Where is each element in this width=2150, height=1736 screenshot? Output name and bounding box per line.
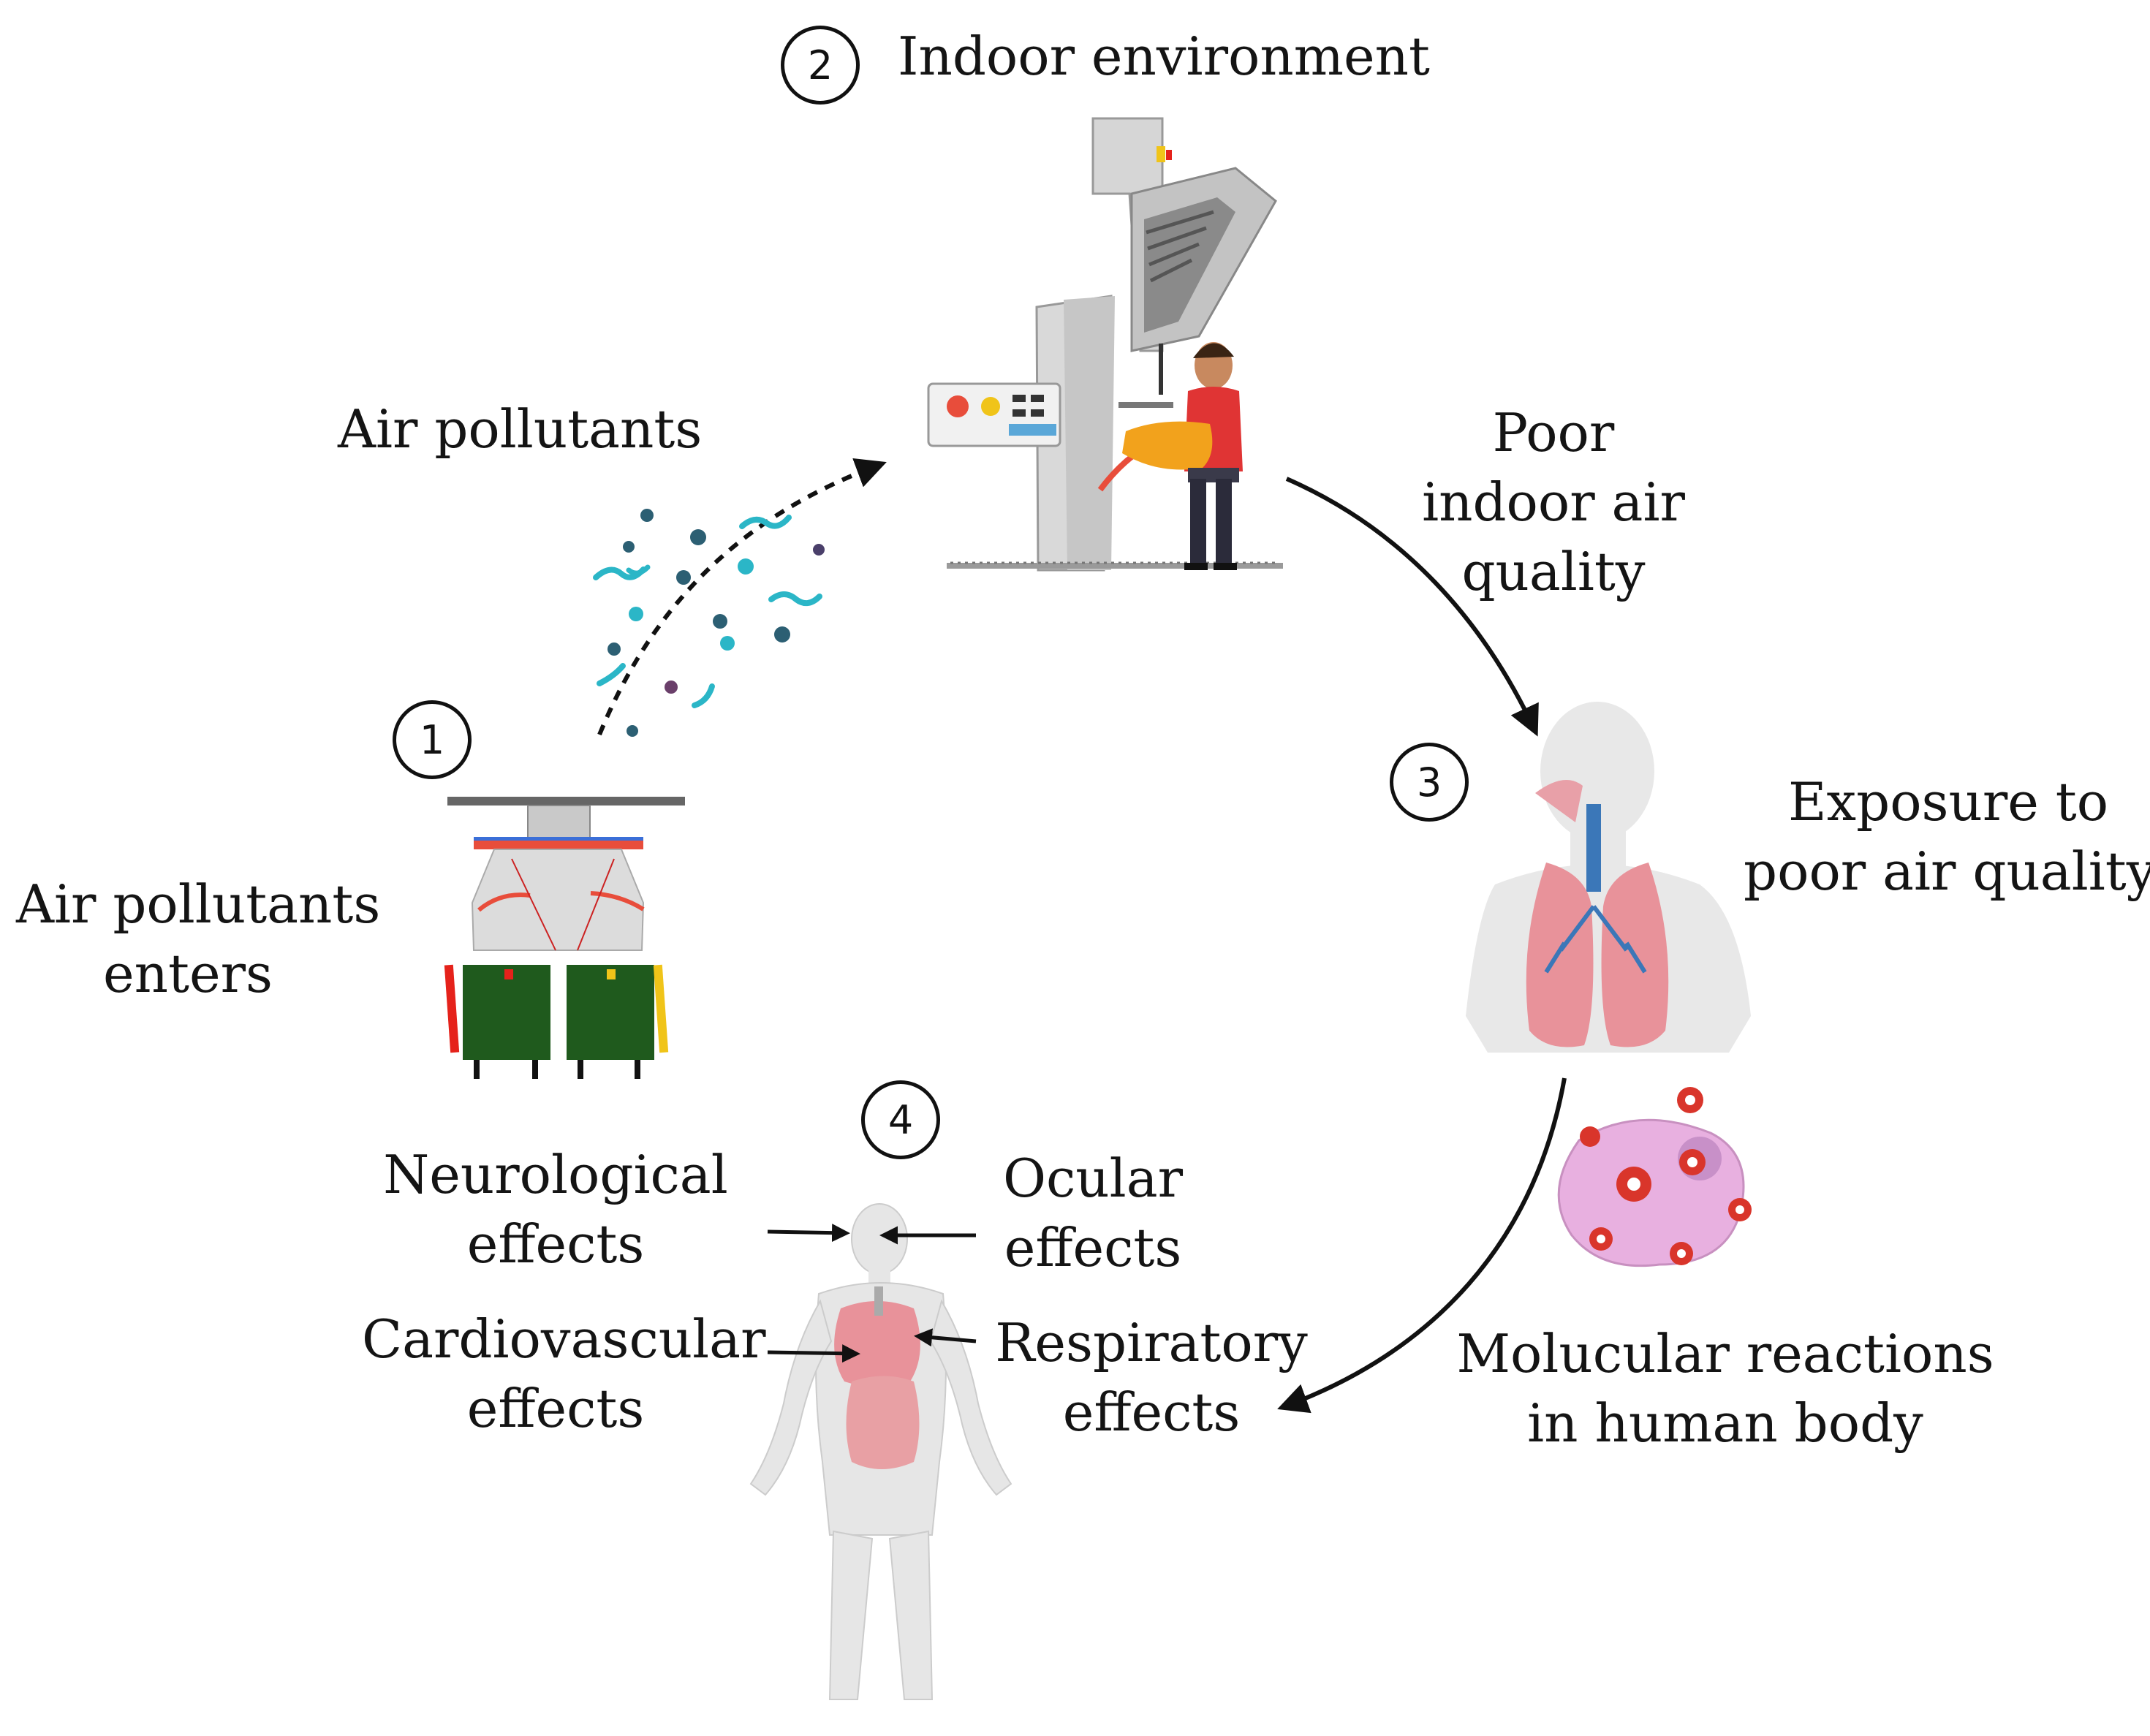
molecular-to-body-arrow bbox=[1277, 1077, 1567, 1414]
label-neurological-line-2: effects bbox=[466, 1213, 645, 1276]
label-exposure-line-1: Exposure to bbox=[1787, 771, 2109, 833]
label-poor-iaq-line-2: indoor air bbox=[1422, 471, 1685, 534]
label-neurological-effects: Neurological effects bbox=[369, 1140, 742, 1279]
label-molecular-line-2: in human body bbox=[1527, 1392, 1923, 1455]
poor-iaq-arrow bbox=[1285, 477, 1539, 737]
label-air-pollutants-enters: Air pollutants enters bbox=[16, 870, 381, 1009]
label-exposure-line-2: poor air quality bbox=[1744, 841, 2150, 903]
label-neurological-line-1: Neurological bbox=[383, 1144, 728, 1205]
label-indoor-environment: Indoor environment bbox=[898, 26, 1430, 87]
step-marker-4: 4 bbox=[861, 1080, 940, 1159]
label-respiratory-line-2: effects bbox=[1062, 1381, 1241, 1444]
cardiovascular-arrow bbox=[767, 1344, 860, 1363]
label-respiratory-effects: Respiratory effects bbox=[991, 1308, 1312, 1447]
label-exposure: Exposure to poor air quality bbox=[1744, 767, 2150, 906]
label-air-pollutants: Air pollutants bbox=[338, 398, 703, 460]
label-molecular-line-1: Molucular reactions bbox=[1456, 1323, 1994, 1384]
pollutant-flow-arrow bbox=[597, 458, 887, 736]
pollutant-particles-icon bbox=[593, 509, 825, 737]
label-cardiovascular-effects: Cardiovascular effects bbox=[362, 1305, 766, 1444]
label-poor-indoor-air-quality: Poor indoor air quality bbox=[1407, 398, 1700, 607]
respiratory-arrow bbox=[914, 1328, 977, 1347]
label-cardiovascular-line-1: Cardiovascular bbox=[362, 1308, 766, 1370]
step-marker-3: 3 bbox=[1390, 743, 1469, 822]
indoor-machine-icon bbox=[927, 117, 1283, 572]
label-poor-iaq-line-3: quality bbox=[1461, 541, 1646, 603]
respiratory-torso-icon bbox=[1466, 702, 1751, 1053]
label-molecular-reactions: Molucular reactions in human body bbox=[1455, 1319, 1996, 1458]
label-respiratory-line-1: Respiratory bbox=[995, 1312, 1308, 1373]
label-air-pollutants-enters-line-1: Air pollutants bbox=[16, 873, 381, 935]
neurological-arrow bbox=[767, 1224, 850, 1243]
human-body-icon bbox=[749, 1203, 1012, 1700]
label-poor-iaq-line-1: Poor bbox=[1492, 402, 1615, 463]
molecular-cell-icon bbox=[1557, 1087, 1752, 1267]
label-ocular-line-1: Ocular bbox=[1002, 1148, 1184, 1209]
label-ocular-line-2: effects bbox=[1004, 1217, 1182, 1279]
step-marker-2: 2 bbox=[781, 26, 860, 105]
step-marker-1: 1 bbox=[393, 700, 472, 779]
label-cardiovascular-line-2: effects bbox=[466, 1378, 645, 1440]
waste-bin-icon bbox=[444, 797, 685, 1079]
worker-icon bbox=[1122, 342, 1243, 570]
label-ocular-effects: Ocular effects bbox=[991, 1144, 1195, 1283]
label-air-pollutants-enters-line-2: enters bbox=[103, 943, 273, 1005]
